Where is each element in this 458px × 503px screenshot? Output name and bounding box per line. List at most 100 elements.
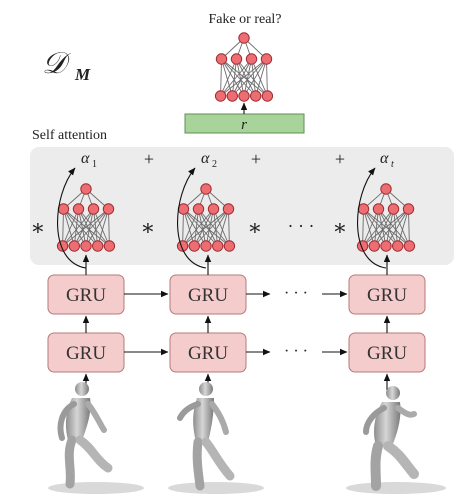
network-edge	[220, 58, 267, 97]
network-edge	[378, 208, 399, 247]
network-edge	[193, 208, 214, 247]
gru-label: GRU	[367, 343, 407, 364]
plus-sign: +	[335, 149, 345, 169]
network-edge	[221, 58, 268, 97]
network-edge	[385, 208, 394, 247]
network-node	[372, 203, 385, 215]
svg-text:t: t	[391, 159, 394, 170]
network-node	[403, 240, 416, 252]
self-attention-panel	[30, 147, 454, 265]
alpha-label-2: α 2	[201, 150, 217, 170]
plus-sign: +	[251, 149, 261, 169]
network-edge	[62, 208, 94, 247]
network-edge	[85, 208, 109, 247]
network-node	[80, 183, 92, 195]
network-edge	[85, 208, 94, 247]
network-node	[368, 240, 380, 252]
network-edge	[363, 208, 387, 247]
network-node	[188, 240, 201, 252]
network-edge	[373, 208, 379, 247]
network-edge	[182, 208, 199, 247]
network-edge	[198, 208, 219, 247]
times-sign: ∗	[141, 215, 156, 240]
ellipsis-gru-upper: · · ·	[284, 285, 308, 302]
network-edge	[108, 208, 110, 247]
network-edge	[73, 208, 79, 247]
network-edge	[362, 208, 379, 247]
network-edge	[198, 208, 230, 247]
network-node	[223, 240, 236, 252]
network-edge	[182, 208, 184, 247]
network-edge	[393, 208, 399, 247]
network-edge	[251, 58, 257, 97]
svg-text:α: α	[81, 150, 90, 167]
network-node	[200, 183, 212, 195]
network-edge	[78, 208, 99, 247]
network-edge	[385, 208, 409, 247]
network-edge	[73, 208, 109, 247]
network-edge	[63, 208, 87, 247]
network-node	[102, 203, 115, 215]
network-node	[250, 90, 262, 102]
network-edge	[78, 208, 110, 247]
network-node	[245, 53, 258, 65]
network-node	[238, 32, 250, 44]
network-edge	[63, 208, 75, 247]
attention-curve-arrow	[177, 167, 207, 269]
network-edge	[408, 208, 410, 247]
network-edge	[193, 208, 199, 247]
network-node	[207, 203, 220, 215]
network-node	[200, 240, 212, 252]
network-node	[212, 240, 224, 252]
network-edge	[193, 208, 229, 247]
network-edge	[378, 208, 387, 247]
network-edge	[213, 208, 230, 247]
network-edge	[63, 208, 99, 247]
output-question-label: Fake or real?	[208, 12, 281, 27]
network-node	[222, 203, 235, 215]
network-node	[214, 90, 227, 102]
network-node	[177, 203, 190, 215]
svg-text:α: α	[201, 150, 210, 167]
network-edge	[62, 208, 79, 247]
alpha-label-1: α 1	[81, 150, 97, 170]
network-edge	[373, 208, 409, 247]
gru-label: GRU	[66, 285, 106, 306]
attention-curve-arrow	[57, 167, 87, 269]
attention-networks	[56, 183, 416, 252]
human-figure-2	[168, 382, 264, 494]
network-edge	[205, 208, 229, 247]
network-node	[57, 203, 70, 215]
network-edge	[363, 208, 399, 247]
network-edge	[378, 208, 410, 247]
network-edge	[221, 58, 245, 97]
network-edge	[362, 208, 409, 247]
network-edge	[228, 208, 230, 247]
network-node	[380, 240, 392, 252]
times-sign: ∗	[31, 215, 46, 240]
network-edge	[266, 58, 268, 97]
network-node	[215, 53, 228, 65]
network-edge	[373, 208, 394, 247]
network-edge	[243, 58, 267, 97]
network-node	[380, 183, 392, 195]
network-edge	[397, 208, 409, 247]
network-node	[357, 203, 370, 215]
network-edge	[363, 208, 375, 247]
network-edge	[221, 58, 257, 97]
network-edge	[221, 58, 233, 97]
network-edge	[97, 208, 109, 247]
network-edge	[231, 58, 237, 97]
alpha-label-t: α t	[380, 150, 394, 170]
network-edge	[255, 58, 267, 97]
network-edge	[182, 208, 229, 247]
network-edge	[217, 208, 229, 247]
output-network	[214, 32, 274, 102]
human-figure-t	[346, 386, 446, 494]
network-edge	[73, 208, 94, 247]
network-edge	[198, 208, 207, 247]
network-node	[68, 240, 81, 252]
gru-label: GRU	[367, 285, 407, 306]
network-edge	[220, 58, 252, 97]
network-edge	[183, 208, 207, 247]
